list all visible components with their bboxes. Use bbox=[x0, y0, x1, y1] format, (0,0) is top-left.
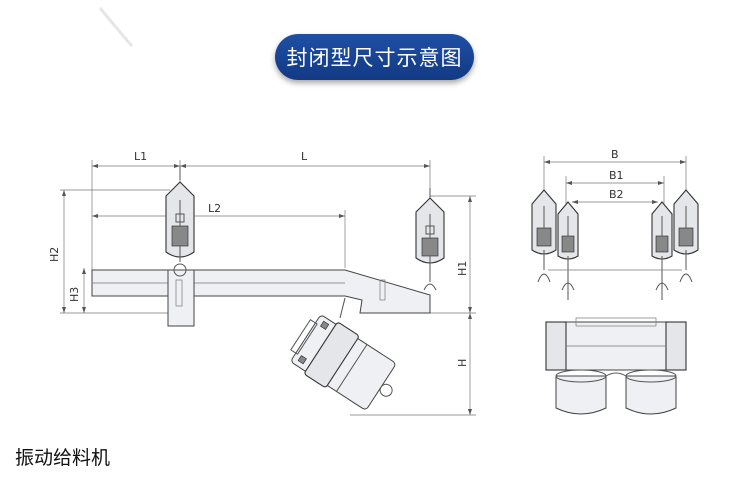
suspension-post bbox=[167, 269, 195, 327]
end-view: B B1 B2 bbox=[531, 148, 699, 415]
dim-label-l1: L1 bbox=[134, 150, 147, 163]
diagram-title-pill: 封闭型尺寸示意图 bbox=[275, 34, 474, 80]
right-hanger-spring bbox=[415, 188, 445, 291]
dim-label-l2: L2 bbox=[208, 202, 221, 215]
end-view-motors bbox=[555, 369, 677, 415]
dim-label-b2: B2 bbox=[609, 188, 624, 201]
dim-label-b: B bbox=[611, 148, 619, 161]
trough bbox=[91, 269, 431, 314]
side-view: L1 L L2 H2 H3 H1 H bbox=[48, 150, 476, 416]
end-view-hangers bbox=[531, 189, 699, 300]
corner-decoration bbox=[98, 7, 134, 47]
diagram-caption: 振动给料机 bbox=[15, 447, 111, 469]
dim-label-b1: B1 bbox=[609, 169, 624, 182]
dim-label-h3: H3 bbox=[68, 287, 81, 302]
dim-label-h1: H1 bbox=[456, 261, 469, 276]
dim-label-h: H bbox=[456, 359, 469, 367]
vibrator-motor bbox=[290, 315, 396, 410]
dim-label-l: L bbox=[301, 150, 308, 163]
left-hanger-spring bbox=[165, 166, 195, 277]
dim-label-h2: H2 bbox=[48, 247, 61, 262]
